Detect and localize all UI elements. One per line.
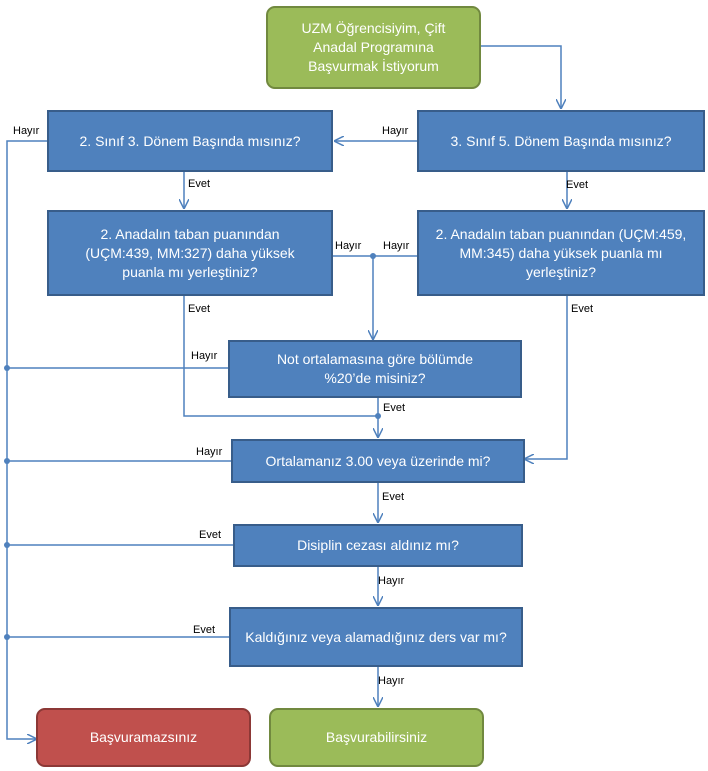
arrow-start-to-sinif5 (481, 45, 561, 108)
arrow-taban-right-yes-to-ortalama (525, 296, 568, 459)
arrow-sinif3-no-to-reject (6, 140, 47, 739)
label-hayir-taban-left: Hayır (335, 240, 362, 252)
label-hayir-taban-right: Hayır (383, 240, 410, 252)
label-evet-taban-right: Evet (571, 303, 594, 315)
question-taban-left: 2. Anadalın taban puanından (UÇM:439, MM… (47, 210, 333, 296)
junction-dot (4, 458, 10, 464)
label-evet-not-ortalama: Evet (383, 402, 406, 414)
connector-taban-left-yes (183, 296, 378, 417)
label-evet-sinif3: Evet (188, 178, 211, 190)
junction-dot (4, 542, 10, 548)
label-hayir-sinif5: Hayır (382, 125, 409, 137)
question-sinif5: 3. Sınıf 5. Dönem Başında mısınız? (417, 110, 705, 172)
label-hayir-disiplin: Hayır (378, 575, 405, 587)
question-sinif3: 2. Sınıf 3. Dönem Başında mısınız? (47, 110, 333, 172)
label-evet-sinif5: Evet (566, 179, 589, 191)
question-ortalama-300: Ortalamanız 3.00 veya üzerinde mi? (231, 439, 525, 483)
question-taban-right: 2. Anadalın taban puanından (UÇM:459, MM… (417, 210, 705, 296)
junction-dot (4, 365, 10, 371)
result-basvuramazsiniz: Başvuramazsınız (36, 708, 251, 767)
junction-dot (375, 413, 381, 419)
label-evet-kaldiginiz: Evet (193, 624, 216, 636)
question-not-ortalama: Not ortalamasına göre bölümde %20’de mis… (228, 340, 522, 398)
label-evet-disiplin: Evet (199, 529, 222, 541)
label-hayir-kaldiginiz: Hayır (378, 675, 405, 687)
question-kaldiginiz: Kaldığınız veya alamadığınız ders var mı… (229, 607, 523, 667)
label-hayir-not-ortalama: Hayır (191, 350, 218, 362)
start-node: UZM Öğrencisiyim, Çift Anadal Programına… (266, 6, 481, 89)
result-basvurabilirsiniz: Başvurabilirsiniz (269, 708, 484, 767)
label-hayir-sinif3: Hayır (13, 125, 40, 137)
junction-dot (4, 634, 10, 640)
label-evet-taban-left: Evet (188, 303, 211, 315)
label-hayir-ortalama: Hayır (196, 446, 223, 458)
junction-dot (370, 253, 376, 259)
label-evet-ortalama: Evet (382, 491, 405, 503)
question-disiplin: Disiplin cezası aldınız mı? (233, 524, 523, 567)
